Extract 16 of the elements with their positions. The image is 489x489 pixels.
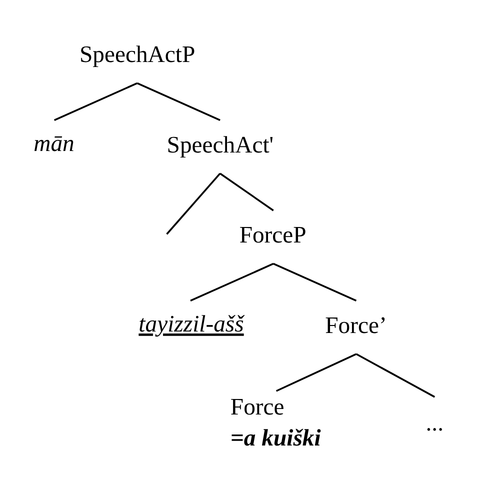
node-text: Force’ [325,312,387,339]
node-text: SpeechActP [79,42,196,68]
connector [273,262,357,302]
connector [276,353,357,392]
node-text: ... [426,410,444,437]
connector [220,172,274,212]
node-text: SpeechAct' [166,132,274,158]
node-text: mān [34,130,74,157]
node-text: ForceP [239,222,306,249]
connector [136,82,220,121]
connector [356,353,436,398]
connector [190,262,274,302]
connector [54,82,138,121]
connector [166,172,221,235]
node-text: Force =a kuiški [230,394,321,452]
node-text: tayizzil-ašš [138,312,244,338]
